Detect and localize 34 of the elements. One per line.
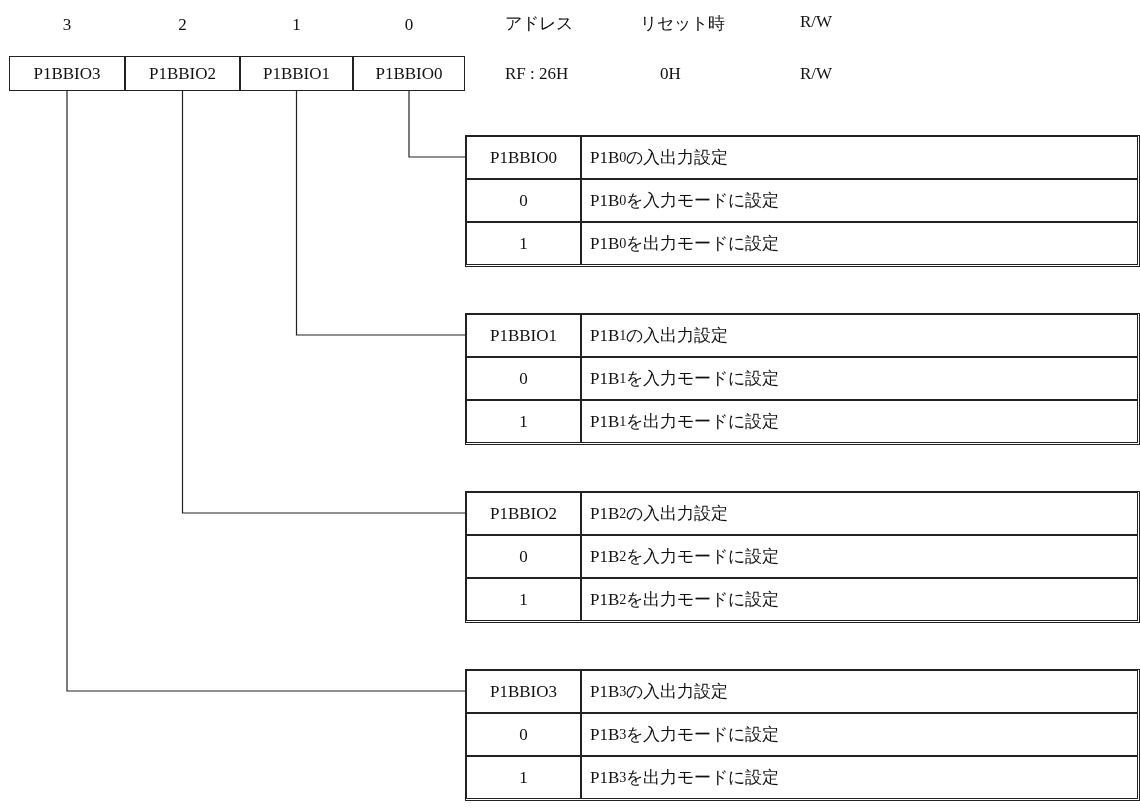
bit-name-cell: P1BBIO0 [466,136,581,179]
setting-table [465,135,1140,267]
value-cell: 1 [466,400,581,443]
value-cell: 1 [466,756,581,799]
value-cell: 1 [466,578,581,621]
column-heading: R/W [800,12,833,32]
value-cell: 0 [466,179,581,222]
access-value: R/W [800,64,833,84]
value-cell: 0 [466,357,581,400]
reset-value: 0H [660,64,681,84]
bit-name: P1BBIO0 [375,63,443,84]
address-value: RF : 26H [505,64,569,84]
bit-name: P1BBIO2 [148,63,217,84]
leader-line [408,90,466,158]
value-cell: 1 [466,222,581,265]
setting-table [465,313,1140,445]
column-heading: リセット時 [640,13,725,35]
bit-number: 3 [61,15,73,35]
bit-number: 1 [291,15,302,35]
value-cell: 0 [466,535,581,578]
bit-name-cell: P1BBIO3 [466,670,581,713]
leader-line [295,90,466,336]
column-heading: アドレス [505,13,573,35]
bit-name-cell: P1BBIO1 [466,314,581,357]
leader-line [66,90,466,692]
bit-name-cell: P1BBIO2 [466,492,581,535]
setting-table [465,669,1140,801]
setting-table [465,491,1140,623]
leader-line [181,90,466,514]
bit-number: 2 [177,15,188,35]
value-cell: 0 [466,713,581,756]
bit-name: P1BBIO3 [33,63,101,84]
bit-number: 0 [403,15,415,35]
bit-name: P1BBIO1 [262,63,331,84]
